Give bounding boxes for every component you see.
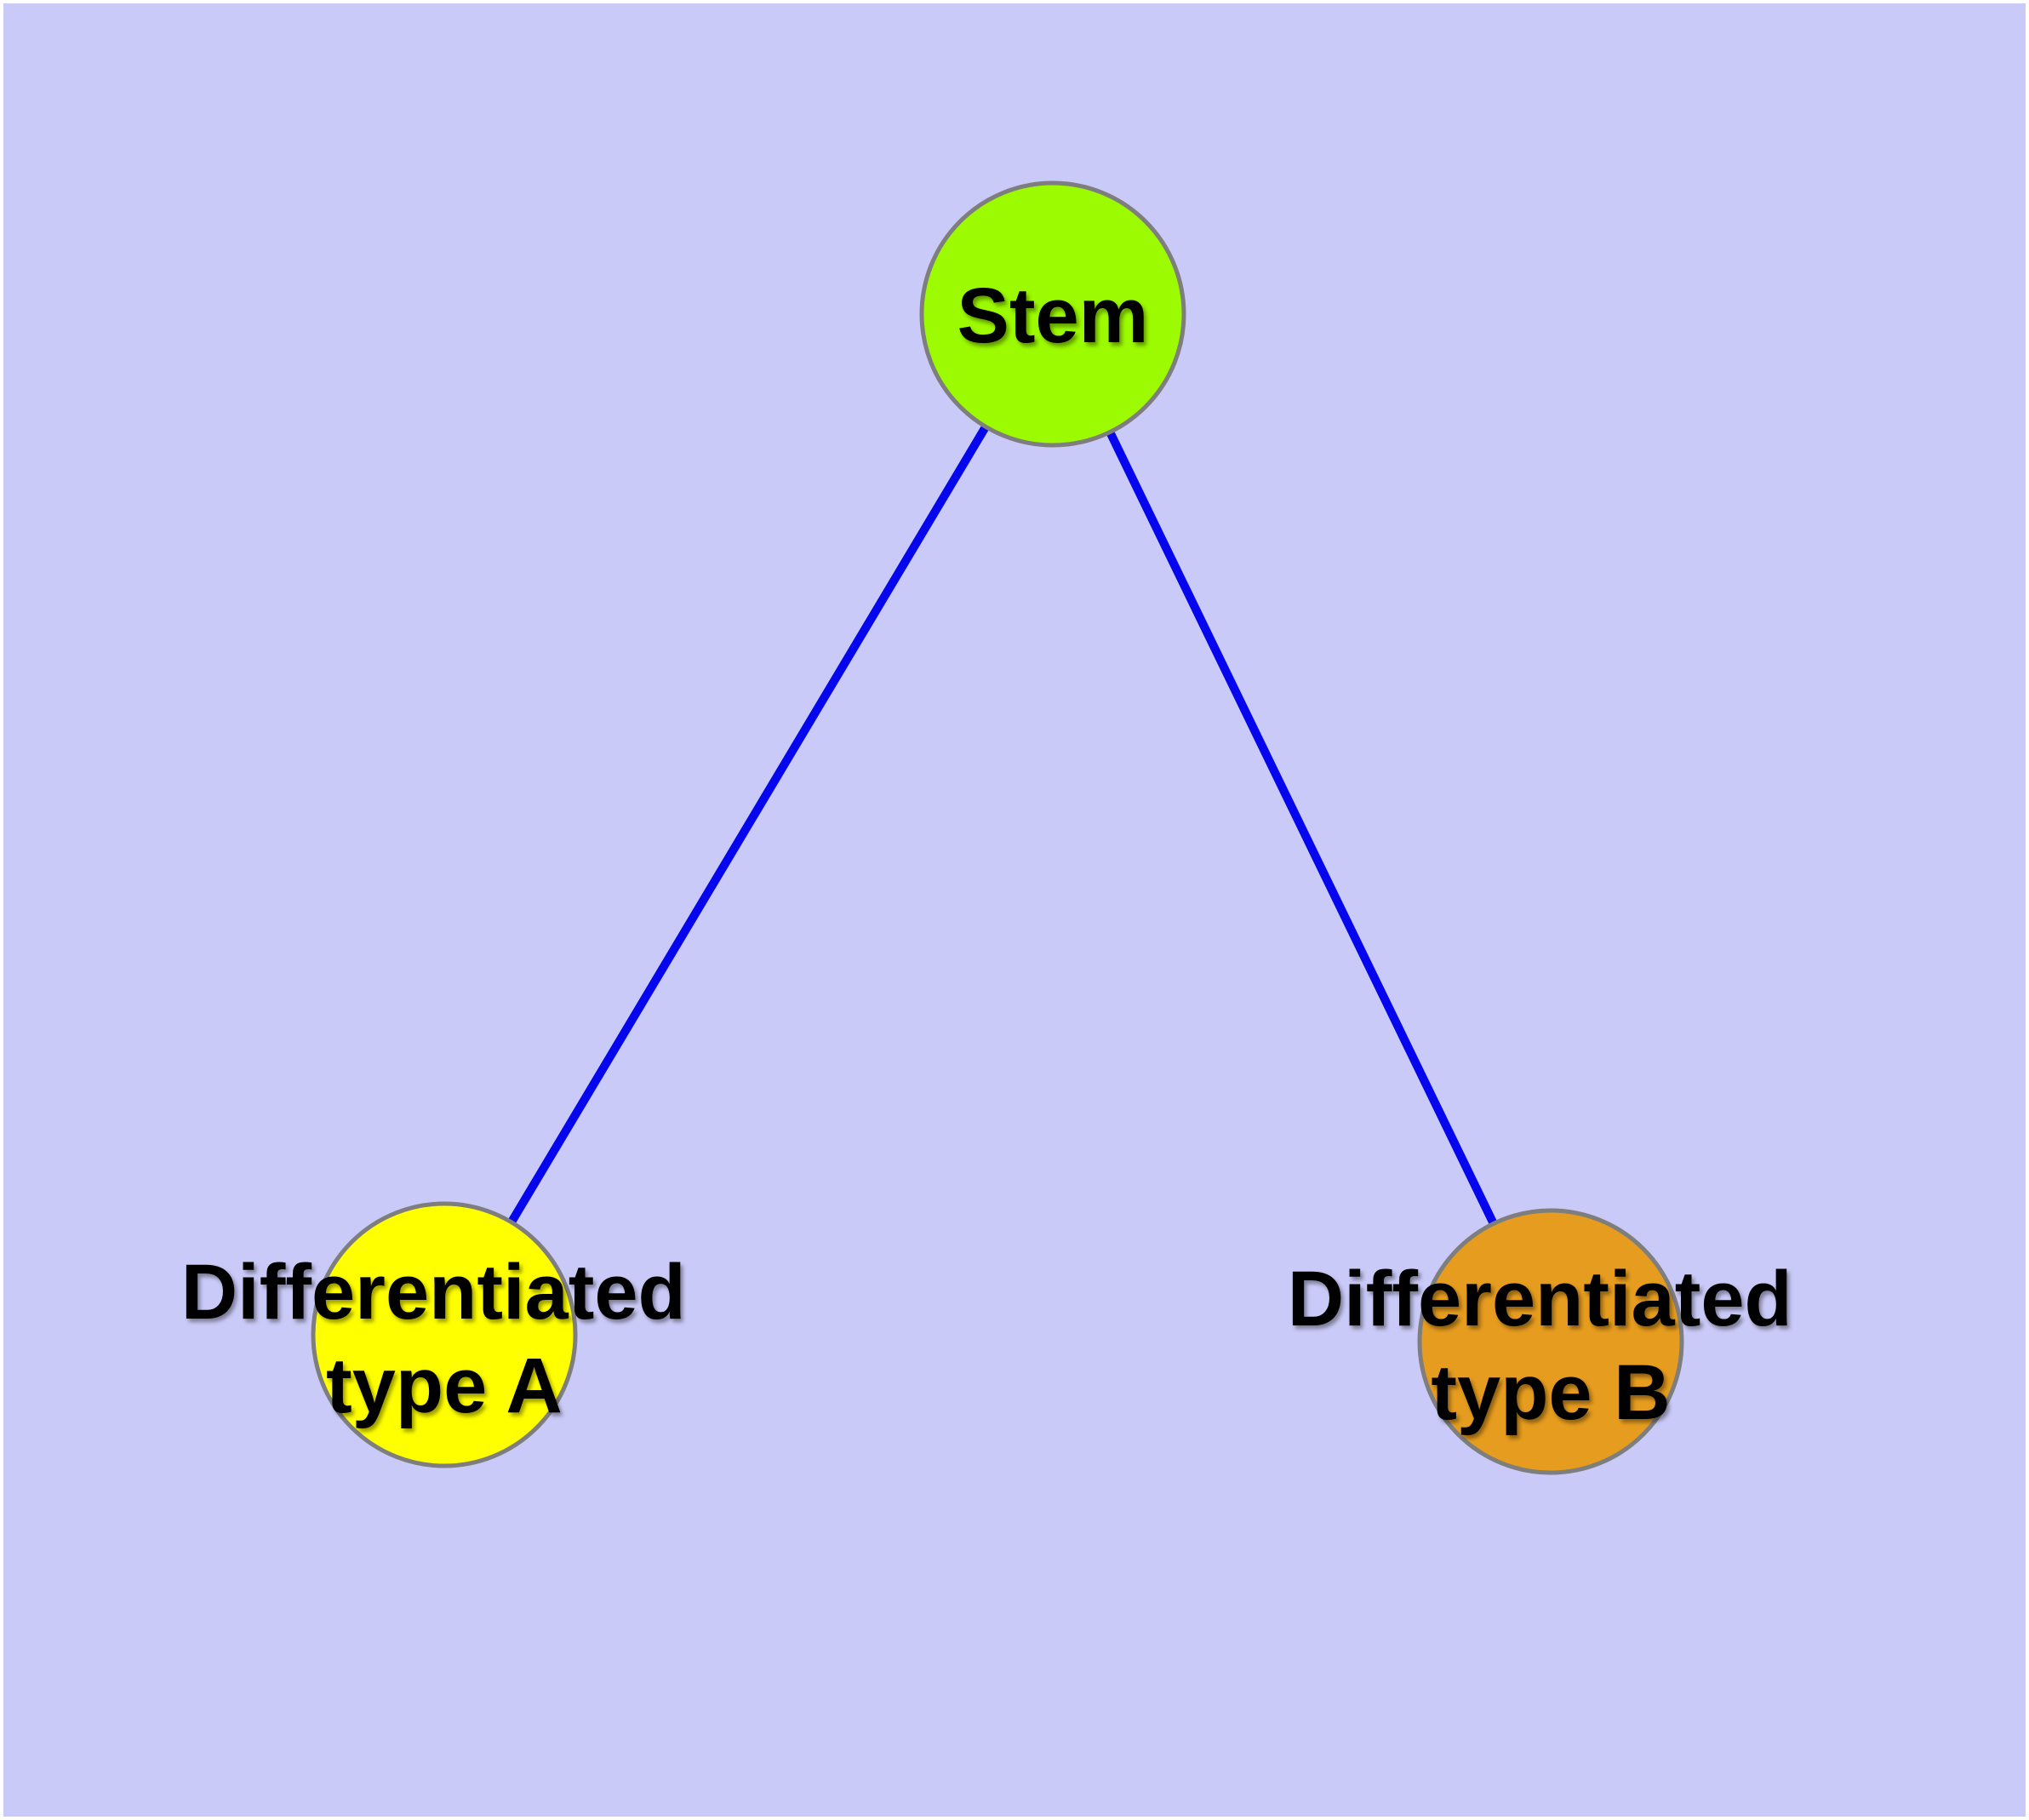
node-stem-circle (919, 180, 1186, 448)
node-type-b-label-line2: type B (1431, 1349, 1670, 1436)
edge-stem-to-type-a (440, 310, 1057, 1339)
node-stem-label: Stem (957, 272, 1149, 359)
node-type-a-circle (311, 1201, 578, 1468)
node-type-b-label-line1: Differentiated (1288, 1256, 1792, 1342)
node-type-b-circle (1417, 1208, 1684, 1475)
node-type-a-label: Differentiated type A (181, 1249, 708, 1429)
node-type-a-label-line1: Differentiated (181, 1249, 686, 1336)
node-type-a-label-line2: type A (326, 1342, 563, 1429)
edge-stem-to-type-b (1049, 310, 1555, 1346)
node-type-b-label: Differentiated type B (1288, 1256, 1815, 1436)
